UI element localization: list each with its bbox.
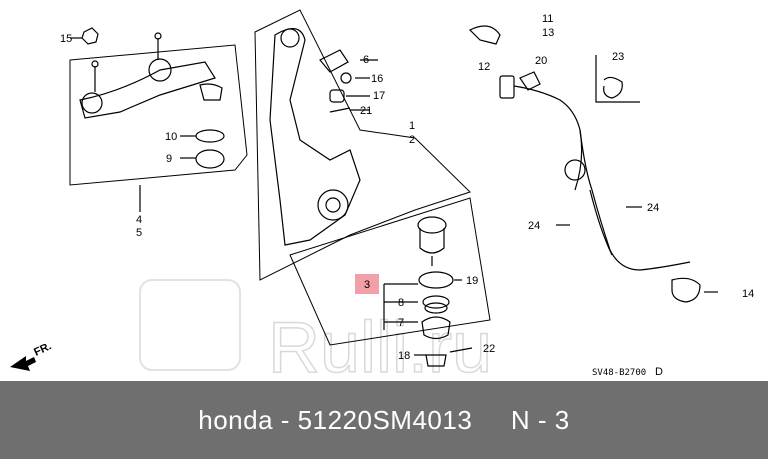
callout-9[interactable]: 9: [166, 153, 172, 165]
callout-1[interactable]: 1: [409, 120, 415, 132]
callout-4[interactable]: 4: [136, 214, 142, 226]
callout-10[interactable]: 10: [165, 131, 177, 143]
caption-brand: honda: [198, 404, 274, 435]
highlight-callout-box: [355, 274, 379, 294]
callout-3[interactable]: 3: [364, 279, 370, 291]
callout-24-right[interactable]: 24: [647, 202, 659, 214]
caption-part-number: 51220SM4013: [297, 404, 473, 435]
exploded-view-diagram: Rulli.ru: [10, 9, 754, 381]
upper-arm-group: [69, 27, 248, 212]
callout-21[interactable]: 21: [360, 105, 372, 117]
front-arrow-icon: FR.: [10, 340, 53, 371]
callout-17[interactable]: 17: [373, 90, 385, 102]
callout-16[interactable]: 16: [371, 73, 383, 85]
caption-text: honda - 51220SM4013 N - 3: [0, 381, 768, 459]
callout-8[interactable]: 8: [398, 297, 404, 309]
callout-7[interactable]: 7: [398, 317, 404, 329]
callout-23[interactable]: 23: [612, 51, 624, 63]
callout-labels: 15 10 9 4 5 6 16 17 21 1 2 3 19 8 7 18 2…: [60, 13, 754, 362]
diagram-code: SV48-B2700: [592, 368, 646, 378]
callout-11[interactable]: 11: [542, 13, 553, 25]
ball-joint-group: [289, 197, 491, 367]
knuckle-group: [254, 9, 471, 281]
callout-5[interactable]: 5: [136, 227, 142, 239]
callout-14[interactable]: 14: [742, 288, 754, 300]
caption-bar: [0, 381, 768, 459]
callout-22[interactable]: 22: [483, 343, 495, 355]
watermark-text: Rulli.ru: [268, 308, 492, 381]
diagram-code-suffix: D: [655, 366, 663, 378]
caption-position: N - 3: [510, 404, 570, 435]
callout-12[interactable]: 12: [478, 61, 490, 73]
callout-24-left[interactable]: 24: [528, 220, 540, 232]
callout-2[interactable]: 2: [409, 134, 415, 146]
callout-6[interactable]: 6: [363, 54, 369, 66]
sensor-harness-group: [468, 25, 718, 303]
front-label: FR.: [32, 340, 53, 358]
callout-18[interactable]: 18: [398, 350, 410, 362]
callout-19[interactable]: 19: [466, 275, 478, 287]
caption-gap: [472, 405, 511, 436]
callout-20[interactable]: 20: [535, 55, 547, 67]
callout-15[interactable]: 15: [60, 33, 72, 45]
watermark: Rulli.ru: [139, 279, 493, 381]
caption-separator: -: [273, 404, 298, 435]
callout-13[interactable]: 13: [542, 27, 554, 39]
